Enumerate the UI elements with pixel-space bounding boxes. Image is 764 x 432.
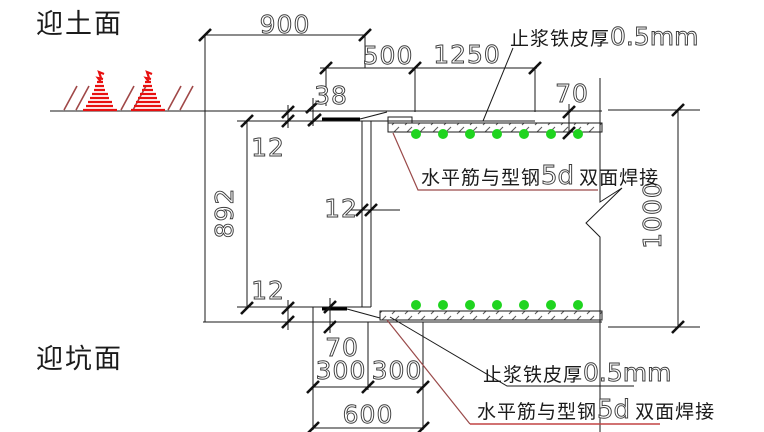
leader-lines-black — [389, 47, 634, 387]
rebar-dots-bottom — [411, 300, 583, 310]
dim-600: 600 — [343, 400, 394, 429]
dim-500: 500 — [363, 41, 414, 70]
rebar-dots-top — [411, 129, 583, 139]
dimension-lines — [198, 28, 700, 432]
dim-12-top: 12 — [251, 133, 285, 162]
dim-12-bottom: 12 — [251, 276, 285, 305]
dim-38: 38 — [314, 81, 348, 110]
leader-lines-red — [386, 132, 598, 425]
grass-tree-symbols — [83, 70, 165, 112]
dim-900: 900 — [260, 10, 311, 39]
dim-70-bottom: 70 — [325, 333, 359, 362]
dim-70-top: 70 — [555, 79, 589, 108]
grout-sheet-strip-bottom — [379, 310, 603, 321]
dim-300-right: 300 — [372, 356, 423, 385]
label-grout-sheet-top: 止浆铁皮厚0.5mm — [510, 22, 698, 51]
label-pit-face: 迎坑面 — [36, 344, 123, 375]
dimension-texts: 900 500 1250 38 70 12 892 12 12 70 300 3… — [210, 10, 668, 430]
dim-892: 892 — [210, 188, 239, 239]
dim-300-left: 300 — [316, 356, 367, 385]
dim-12-web: 12 — [324, 194, 358, 223]
break-symbol — [585, 78, 623, 432]
dim-1250: 1250 — [433, 40, 501, 69]
dim-1000: 1000 — [638, 181, 667, 249]
label-grout-sheet-bottom: 止浆铁皮厚0.5mm — [483, 358, 671, 387]
label-soil-face: 迎土面 — [36, 9, 123, 40]
